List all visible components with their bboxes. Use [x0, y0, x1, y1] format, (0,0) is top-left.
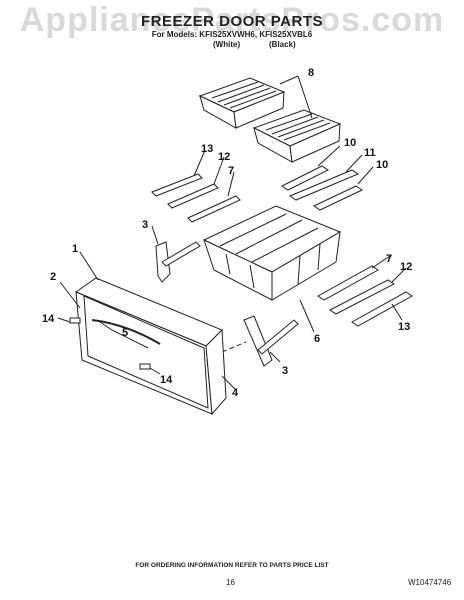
callout-12-lower: 12 — [400, 261, 412, 273]
rail-lower-right — [317, 265, 413, 327]
callout-1: 1 — [72, 243, 78, 255]
callout-3-lower: 3 — [282, 365, 288, 377]
callout-6: 6 — [314, 333, 320, 345]
callout-14-bottom: 14 — [160, 374, 173, 386]
callout-4: 4 — [232, 387, 239, 399]
callout-10-lower: 10 — [376, 159, 388, 171]
variant-white: (White) — [213, 40, 241, 49]
callout-3-upper: 3 — [142, 219, 148, 231]
callout-11: 11 — [364, 147, 376, 159]
callout-2: 2 — [50, 271, 56, 283]
callout-7-upper: 7 — [228, 165, 234, 177]
callout-12-upper: 12 — [218, 151, 230, 163]
page-number: 16 — [226, 578, 235, 587]
callout-5: 5 — [122, 327, 128, 339]
callout-10-upper: 10 — [344, 137, 356, 149]
ordering-note: FOR ORDERING INFORMATION REFER TO PARTS … — [135, 562, 329, 569]
lower-bin — [202, 205, 342, 301]
freezer-door — [74, 277, 227, 416]
callout-8: 8 — [308, 67, 314, 79]
slide-bracket-upper — [155, 241, 201, 283]
variant-black: (Black) — [269, 40, 296, 49]
document-id: W10474746 — [408, 578, 452, 587]
slide-bracket-lower — [243, 315, 299, 367]
watermark: AppliancePartsPros.com — [19, 1, 445, 39]
callout-14-left: 14 — [42, 313, 55, 325]
upper-basket-left — [198, 77, 286, 129]
rail-upper-right — [281, 165, 364, 211]
callout-13-lower: 13 — [398, 321, 410, 333]
model-numbers: For Models: KFIS25XVWH6, KFIS25XVBL6 — [151, 30, 313, 39]
upper-basket-right — [252, 109, 342, 163]
callout-13-upper: 13 — [201, 143, 213, 155]
callout-7-lower: 7 — [386, 253, 392, 265]
page-title: FREEZER DOOR PARTS — [140, 13, 324, 30]
rail-upper-left — [151, 173, 241, 223]
